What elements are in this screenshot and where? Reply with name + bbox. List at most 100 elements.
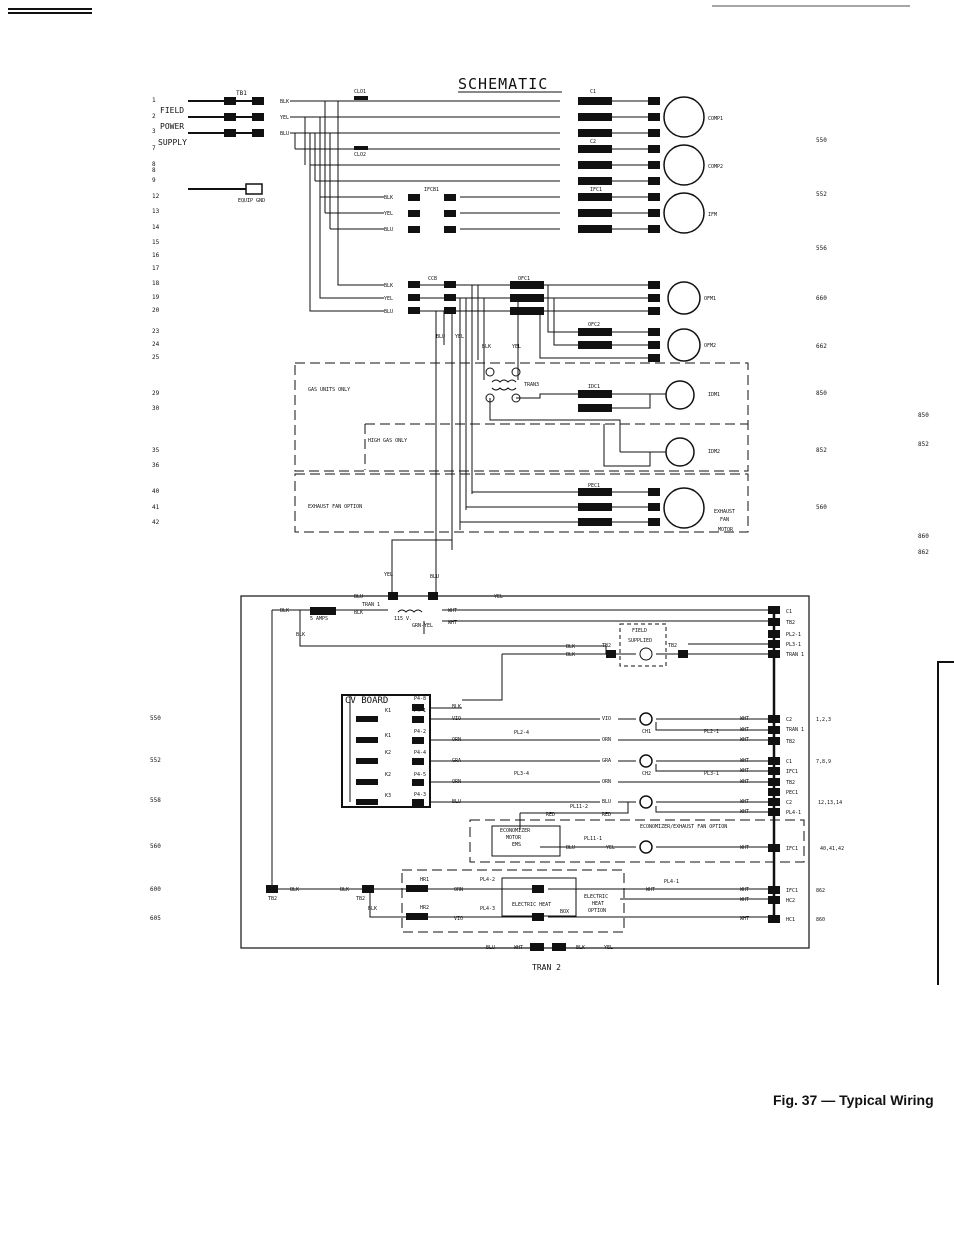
line-number: 23: [152, 328, 160, 335]
line-ref: 850: [816, 390, 827, 397]
line-number: 558: [150, 797, 161, 804]
power-label: POWER: [160, 122, 184, 131]
line-ref: 862: [918, 549, 929, 556]
ofm2-label: OFM2: [704, 343, 716, 349]
wire-label: BLK: [368, 906, 377, 912]
wire-label: VIO: [454, 916, 463, 922]
c2-label: C2: [590, 139, 596, 145]
wire-label: BLU: [430, 574, 439, 580]
pec1-label: PEC1: [588, 483, 600, 489]
terminal-label: TB2: [786, 780, 795, 786]
terminal-label: PL3-1: [786, 642, 801, 648]
plug-label: P4-5: [414, 772, 426, 778]
k2-label: K2: [385, 750, 391, 756]
hr1-label: HR1: [420, 877, 429, 883]
terminal-label: TB2: [786, 739, 795, 745]
ifc1-label: IFC1: [590, 187, 602, 193]
wire-label: BLU: [436, 334, 445, 340]
wire-label: YEL: [494, 594, 503, 600]
ch1-label: CH1: [642, 729, 651, 735]
wire-label: YEL: [384, 572, 393, 578]
tb2-label: TB2: [356, 896, 365, 902]
terminal-label: TRAN 1: [786, 727, 804, 733]
wire-label: BLK: [354, 610, 363, 616]
plug-label: P4-4: [414, 750, 426, 756]
cb-amps-label: 5 AMPS: [310, 616, 328, 622]
plug-label: PL2-1: [704, 729, 719, 735]
wire-label: YEL: [280, 115, 289, 121]
electric-heat-option-label: OPTION: [588, 908, 606, 914]
line-number: 42: [152, 519, 160, 526]
k1-label: K1: [385, 708, 391, 714]
wire-label: VIO: [602, 716, 611, 722]
line-ref: 850: [918, 412, 929, 419]
field-supplied-label: SUPPLIED: [628, 638, 652, 644]
terminal-label: TRAN 1: [786, 652, 804, 658]
plug-label: P4-3: [414, 792, 426, 798]
line-ref: 660: [816, 295, 827, 302]
terminal-label: PL4-1: [786, 810, 801, 816]
wire-label: YEL: [606, 845, 615, 851]
k1-label: K1: [385, 733, 391, 739]
line-number: 8: [152, 161, 156, 168]
line-ref: 662: [816, 343, 827, 350]
line-ref: 860: [816, 917, 825, 923]
line-ref: 852: [918, 441, 929, 448]
exhaust-fan-option-label: EXHAUST FAN OPTION: [308, 504, 362, 510]
plug-label: PL3-4: [514, 771, 529, 777]
terminal-label: PEC1: [786, 790, 798, 796]
terminal-label: IFC1: [786, 846, 798, 852]
terminal-label: C1: [786, 759, 792, 765]
figure-caption: Fig. 37 — Typical Wiring: [773, 1092, 934, 1108]
line-number: 20: [152, 307, 160, 314]
wire-label: BLU: [486, 945, 495, 951]
terminal-label: C2: [786, 800, 792, 806]
refs-far-right: 850 852 860 862: [918, 412, 929, 556]
wire-label: WHT: [514, 945, 523, 951]
line-number: 30: [152, 405, 160, 412]
motors-top: [663, 96, 705, 529]
line-ref: 7,8,9: [816, 759, 831, 765]
terminal-label: C2: [786, 717, 792, 723]
cb-volts-label: 115 V.: [394, 616, 412, 622]
line-number: 36: [152, 462, 160, 469]
line-ref: 852: [816, 447, 827, 454]
line-ref: 40,41,42: [820, 846, 844, 852]
wire-label: RED: [546, 812, 555, 818]
schematic-title: SCHEMATIC: [458, 75, 548, 93]
refs-mid-right: 550 552 556 660 662 850 852 560: [816, 137, 827, 511]
terminal-label: TB2: [786, 620, 795, 626]
header-rules: [8, 5, 910, 14]
line-number: 3: [152, 128, 156, 135]
ifcb1-label: IFCB1: [424, 187, 439, 193]
gas-units-only-label: GAS UNITS ONLY: [308, 387, 350, 393]
line-number: 9: [152, 177, 156, 184]
wire-label: BLK: [452, 704, 461, 710]
power-wiring: [290, 100, 560, 312]
equip-gnd-label: EQUIP GND: [238, 198, 265, 204]
plug-label: PL2-4: [514, 730, 529, 736]
plug-label: P4-8: [414, 696, 426, 702]
wire-label: BLK: [482, 344, 491, 350]
line-number: 17: [152, 265, 160, 272]
line-number: 29: [152, 390, 160, 397]
tran2-label: TRAN 2: [532, 963, 561, 972]
plug-label: PL11-1: [584, 836, 602, 842]
economizer-option-label: ECONOMIZER/EXHAUST FAN OPTION: [640, 824, 727, 830]
wire-label: BLK: [566, 644, 575, 650]
clo1-label: CLO1: [354, 89, 366, 95]
wire-label: WHT: [740, 887, 749, 893]
line-numbers-left: 1 2 3 7 8 8 9 12 13 14 15 16 17 18 19 20…: [152, 97, 160, 526]
line-number: 600: [150, 886, 161, 893]
line-number: 24: [152, 341, 160, 348]
line-number: 12: [152, 193, 160, 200]
gas-units-only-box: [294, 362, 749, 533]
economizer-motor-label: MOTOR: [506, 835, 522, 841]
plug-label: PL4-3: [480, 906, 495, 912]
line-ref: 560: [816, 504, 827, 511]
line-ref: 860: [918, 533, 929, 540]
wire-label: BLK: [280, 608, 289, 614]
wire-label: BLK: [290, 887, 299, 893]
tb2-label: TB2: [602, 643, 611, 649]
wire-label: RED: [602, 812, 611, 818]
